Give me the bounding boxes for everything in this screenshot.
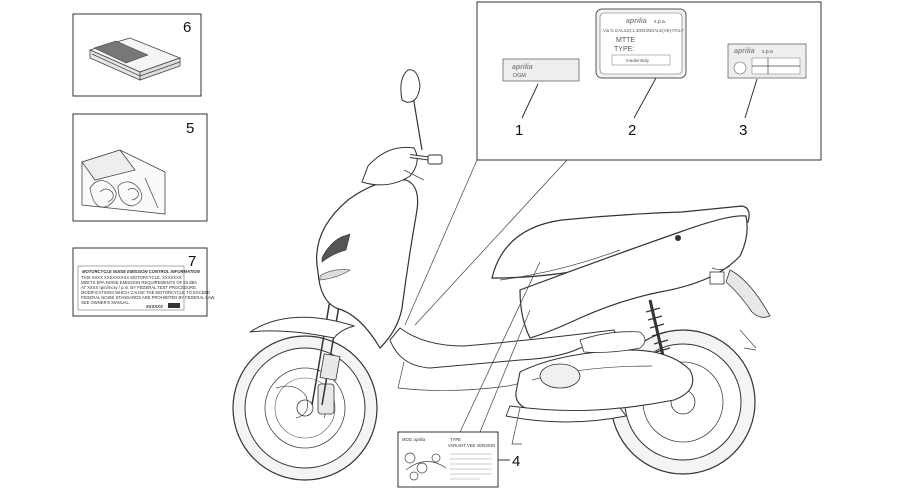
label-2-address: Via G.GALILEI,1,30033NOALE(VE)-ITALY (603, 28, 684, 33)
front-grille (321, 233, 351, 263)
label-3-brand: aprilia (734, 48, 755, 55)
label-2-id-plate: aprilia s.p.a. Via G.GALILEI,1,30033NOAL… (595, 8, 687, 79)
box-6-manual: 6 (72, 13, 202, 97)
label-2-mtte: MTTE (616, 37, 635, 44)
label-1-code: DGM (513, 73, 526, 79)
callout-7: 7 (188, 253, 196, 270)
label-7-code: XXXXXX (145, 304, 163, 309)
label-7-title: MOTORCYCLE NOISE EMISSION CONTROL INFORM… (82, 269, 201, 274)
label-1-brand: aprilia (512, 64, 533, 71)
label-2-type: TYPE: (614, 46, 634, 53)
label-4-row2: VARIANT VEE VERSION (448, 443, 495, 448)
label-4-header-right: TYPE (450, 437, 461, 442)
callout-2: 2 (628, 122, 636, 139)
box-7-noise-label: 7 MOTORCYCLE NOISE EMISSION CONTROL INFO… (72, 247, 215, 317)
callout-5: 5 (186, 120, 194, 137)
labels-panel: aprilia DGM aprilia s.p.a. Via G.GALILEI… (404, 1, 822, 326)
label-2-brand-suffix: s.p.a. (654, 19, 666, 25)
front-wheel (232, 335, 378, 481)
label-7-line-3: AT XXXX rpm/mcxy / p.m. BY FEDERAL TEST … (81, 285, 197, 290)
label-3-brand-suffix: s.p.a (762, 49, 773, 55)
label-7-line-5: FEDERAL NOISE STANDARDS ARE PROHIBITED B… (81, 295, 215, 300)
callout-4: 4 (512, 453, 520, 470)
label-2-made-in: madeinItaly (626, 58, 650, 63)
callout-3: 3 (739, 122, 747, 139)
label-3: aprilia s.p.a (727, 43, 807, 79)
scooter-drawing (232, 69, 771, 481)
label-7-line-2: MEETS EPA NOISE EMISSION REQUIREMENTS OF… (81, 280, 197, 285)
callout-1: 1 (515, 122, 523, 139)
rear-shock (645, 299, 671, 361)
label-7-line-4: MODIFICATIONS WHICH CAUSE THE MOTORCYCLE… (81, 290, 210, 295)
callout-6: 6 (183, 19, 191, 36)
box-5-tool-kit: 5 (72, 113, 208, 222)
label-1-dgm: aprilia DGM (502, 58, 580, 82)
label-7-line-1: THIS XXXX XXXXXXXXX MOTORCYCLE, XXXXXXX (81, 275, 182, 280)
label-2-brand: aprilia (626, 18, 647, 25)
rear-wheel (610, 329, 756, 475)
label-4-header-left: MOD. aprilia (402, 437, 426, 442)
label-7-line-6: SEE OWNER'S MANUAL. (81, 300, 130, 305)
label-4-box: MOD. aprilia TYPE VARIANT VEE VERSION 4 (397, 261, 541, 488)
